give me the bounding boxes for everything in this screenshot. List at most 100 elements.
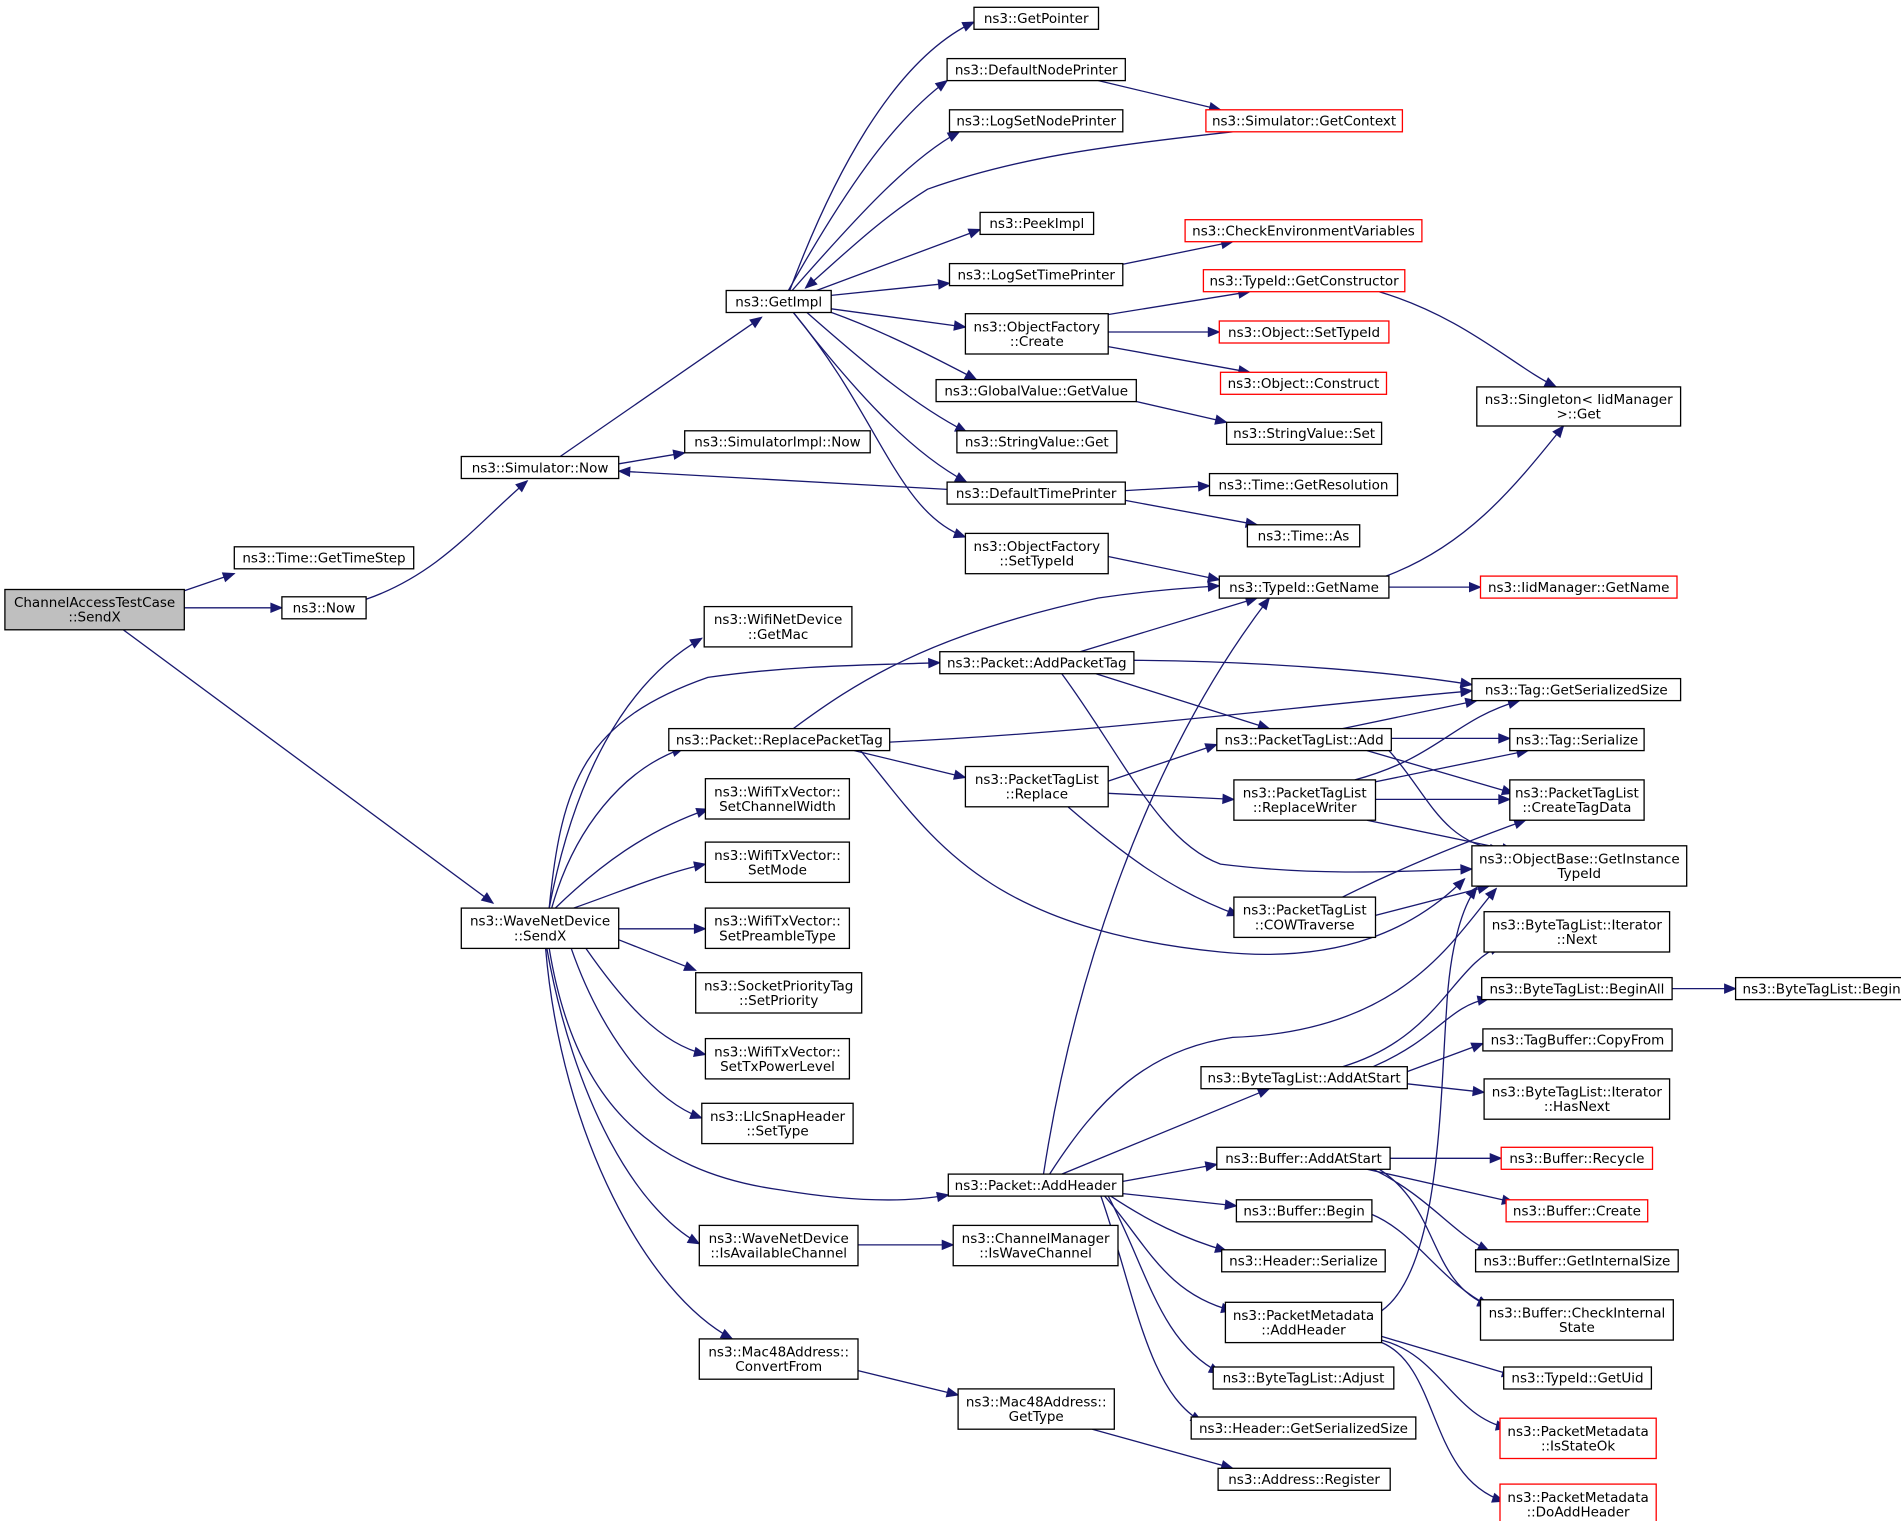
node-getresolution[interactable]: ns3::Time::GetResolution: [1208, 472, 1399, 497]
node-singletonget[interactable]: ns3::Singleton< IidManager>::Get: [1476, 386, 1682, 427]
arrowhead-icon: [952, 528, 967, 539]
node-iidgetname[interactable]: ns3::IidManager::GetName: [1479, 575, 1678, 599]
node-btlbeginall[interactable]: ns3::ByteTagList::BeginAll: [1481, 976, 1673, 1001]
node-iswavechannel[interactable]: ns3::ChannelManager::IsWaveChannel: [952, 1224, 1119, 1267]
node-label: ns3::Mac48Address::: [708, 1345, 849, 1361]
edge-line: [1125, 499, 1258, 526]
node-box: [1482, 1028, 1673, 1052]
node-getconstructor[interactable]: ns3::TypeId::GetConstructor: [1202, 269, 1406, 293]
node-simimplnow[interactable]: ns3::SimulatorImpl::Now: [684, 430, 871, 454]
node-tagserialize[interactable]: ns3::Tag::Serialize: [1509, 727, 1645, 752]
call-edge: [585, 947, 707, 1058]
node-ofsettypeid[interactable]: ns3::ObjectFactory::SetTypeId: [964, 532, 1109, 575]
node-timeas[interactable]: ns3::Time::As: [1246, 524, 1361, 548]
node-defaulttimeprinter[interactable]: ns3::DefaultTimePrinter: [946, 481, 1126, 505]
node-svset[interactable]: ns3::StringValue::Set: [1225, 421, 1383, 445]
node-pmaddheader[interactable]: ns3::PacketMetadata::AddHeader: [1224, 1301, 1383, 1344]
node-tbcopyfrom[interactable]: ns3::TagBuffer::CopyFrom: [1482, 1028, 1673, 1052]
node-getimpl[interactable]: ns3::GetImpl: [725, 289, 832, 314]
node-objsettypeid[interactable]: ns3::Object::SetTypeId: [1218, 320, 1390, 344]
node-ptlcowtraverse[interactable]: ns3::PacketTagList::COWTraverse: [1233, 896, 1377, 939]
node-hdrgetsersize[interactable]: ns3::Header::GetSerializedSize: [1190, 1416, 1417, 1440]
node-replacepackettag[interactable]: ns3::Packet::ReplacePacketTag: [668, 727, 891, 752]
node-wifigetmac[interactable]: ns3::WifiNetDevice::GetMac: [703, 605, 853, 648]
node-bufrecycle[interactable]: ns3::Buffer::Recycle: [1500, 1146, 1654, 1170]
node-simnow[interactable]: ns3::Simulator::Now: [460, 455, 620, 480]
node-btliternext[interactable]: ns3::ByteTagList::Iterator::Next: [1483, 911, 1671, 953]
node-ptlreplace[interactable]: ns3::PacketTagList::Replace: [964, 765, 1109, 808]
node-objconstruct[interactable]: ns3::Object::Construct: [1219, 371, 1388, 395]
node-svget[interactable]: ns3::StringValue::Get: [956, 430, 1118, 454]
node-peekimpl[interactable]: ns3::PeekImpl: [979, 211, 1095, 236]
node-btladdatstart[interactable]: ns3::ByteTagList::AddAtStart: [1200, 1066, 1408, 1090]
node-addheader[interactable]: ns3::Packet::AddHeader: [947, 1173, 1124, 1197]
node-bufbegin[interactable]: ns3::Buffer::Begin: [1235, 1199, 1373, 1223]
node-ptlreplacewriter[interactable]: ns3::PacketTagList::ReplaceWriter: [1233, 779, 1377, 821]
node-now[interactable]: ns3::Now: [281, 596, 367, 620]
node-box: [1505, 1199, 1649, 1223]
node-bufaddatstart[interactable]: ns3::Buffer::AddAtStart: [1216, 1146, 1391, 1170]
node-getcontext[interactable]: ns3::Simulator::GetContext: [1205, 109, 1404, 133]
node-bufcreate[interactable]: ns3::Buffer::Create: [1505, 1199, 1649, 1223]
node-gettimestep[interactable]: ns3::Time::GetTimeStep: [233, 546, 415, 570]
node-settxpowerlevel[interactable]: ns3::WifiTxVector::SetTxPowerLevel: [704, 1037, 851, 1080]
node-btliterhasnext[interactable]: ns3::ByteTagList::Iterator::HasNext: [1483, 1078, 1671, 1120]
node-pmdoaddheader[interactable]: ns3::PacketMetadata::DoAddHeader: [1499, 1483, 1657, 1521]
arrowhead-icon: [961, 21, 976, 32]
node-setchannelwidth[interactable]: ns3::WifiTxVector::SetChannelWidth: [704, 778, 851, 820]
edge-line: [122, 629, 494, 904]
node-box: [684, 430, 871, 454]
node-label: >::Get: [1556, 407, 1600, 423]
edge-line: [792, 585, 1220, 730]
node-root[interactable]: ChannelAccessTestCase::SendX: [4, 588, 185, 631]
edge-line: [1354, 749, 1529, 787]
call-edge: [1120, 238, 1234, 266]
node-logsettimeprinter[interactable]: ns3::LogSetTimePrinter: [948, 262, 1124, 287]
arrowhead-icon: [953, 769, 967, 780]
node-typeidgetname[interactable]: ns3::TypeId::GetName: [1218, 575, 1390, 599]
node-ptladd[interactable]: ns3::PacketTagList::Add: [1216, 727, 1392, 752]
node-getpointer[interactable]: ns3::GetPointer: [973, 6, 1100, 30]
node-defaultnodeprinter[interactable]: ns3::DefaultNodePrinter: [946, 57, 1126, 82]
node-setpreambletype[interactable]: ns3::WifiTxVector::SetPreambleType: [704, 907, 851, 950]
node-typeidgetuid[interactable]: ns3::TypeId::GetUid: [1503, 1366, 1653, 1390]
node-setpriority[interactable]: ns3::SocketPriorityTag::SetPriority: [695, 972, 863, 1014]
node-label: ns3::PeekImpl: [989, 216, 1084, 232]
node-label: ::IsWaveChannel: [979, 1246, 1092, 1262]
node-box: [1224, 1301, 1383, 1344]
call-edge: [792, 581, 1221, 730]
arrowhead-icon: [749, 316, 763, 329]
node-hdrserialize[interactable]: ns3::Header::Serialize: [1221, 1249, 1386, 1273]
edge-line: [546, 948, 700, 1245]
node-logsetnodeprinter[interactable]: ns3::LogSetNodePrinter: [948, 109, 1124, 133]
node-box: [956, 430, 1118, 454]
node-addrregister[interactable]: ns3::Address::Register: [1217, 1467, 1391, 1491]
node-taggetsersize[interactable]: ns3::Tag::GetSerializedSize: [1471, 677, 1682, 702]
node-btladjust[interactable]: ns3::ByteTagList::Adjust: [1212, 1366, 1395, 1390]
call-edge: [1061, 1088, 1271, 1175]
node-ofcreate[interactable]: ns3::ObjectFactory::Create: [964, 313, 1109, 355]
node-label: ns3::WifiTxVector::: [714, 1044, 841, 1060]
node-label: ns3::Tag::GetSerializedSize: [1485, 682, 1668, 698]
node-ptlcreatetagdata[interactable]: ns3::PacketTagList::CreateTagData: [1509, 779, 1645, 821]
node-convertfrom[interactable]: ns3::Mac48Address::ConvertFrom: [698, 1338, 859, 1380]
node-llcsettype[interactable]: ns3::LlcSnapHeader::SetType: [701, 1102, 854, 1145]
node-label: ::GetMac: [748, 627, 809, 643]
edge-line: [1107, 743, 1218, 782]
node-isavailablechannel[interactable]: ns3::WaveNetDevice::IsAvailableChannel: [698, 1224, 859, 1267]
node-box: [1233, 896, 1377, 939]
node-checkenv[interactable]: ns3::CheckEnvironmentVariables: [1184, 219, 1423, 243]
node-setmode[interactable]: ns3::WifiTxVector::SetMode: [704, 841, 851, 884]
node-pmisstateok[interactable]: ns3::PacketMetadata::IsStateOk: [1499, 1417, 1657, 1460]
node-addpackettag[interactable]: ns3::Packet::AddPacketTag: [939, 651, 1135, 675]
node-gvgetvalue[interactable]: ns3::GlobalValue::GetValue: [935, 378, 1137, 403]
arrowhead-icon: [1256, 1088, 1271, 1098]
call-edge: [1378, 424, 1565, 580]
node-macgettype[interactable]: ns3::Mac48Address::GetType: [957, 1388, 1115, 1430]
node-wavesendx[interactable]: ns3::WaveNetDevice::SendX: [460, 907, 620, 950]
edge-line: [559, 316, 762, 458]
node-bufgetinternalsize[interactable]: ns3::Buffer::GetInternalSize: [1474, 1249, 1679, 1273]
node-btlbegin[interactable]: ns3::ByteTagList::Begin: [1734, 976, 1901, 1001]
